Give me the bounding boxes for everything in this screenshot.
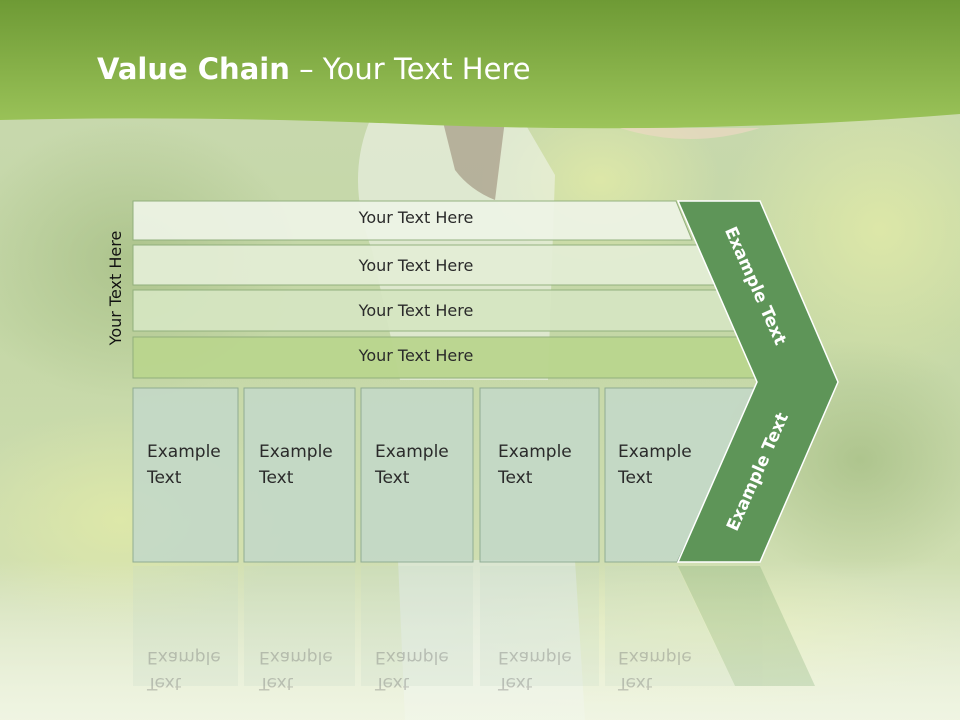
svg-text:Text: Text [617,673,653,693]
cell-box-5 [604,387,762,563]
cell-box-3 [360,387,474,563]
svg-text:Text: Text [497,673,533,693]
cell-3-line2: Text [375,468,410,488]
svg-text:Example: Example [259,647,333,667]
cell-4-line1: Example [498,442,572,462]
title-bold: Value Chain [97,52,290,86]
row-label-4: Your Text Here [358,346,474,365]
cell-5-line2: Text [618,468,653,488]
cell-3-line1: Example [375,442,449,462]
cell-box-4 [479,387,600,563]
svg-text:Example: Example [147,647,221,667]
row-label-1: Your Text Here [358,208,474,227]
svg-text:Text: Text [258,673,294,693]
row-label-2: Your Text Here [358,256,474,275]
chevron-arrow [676,200,839,563]
svg-text:Example: Example [375,647,449,667]
title-rest: – Your Text Here [289,52,531,86]
vertical-axis-label: Your Text Here [106,230,125,346]
svg-text:Example: Example [618,647,692,667]
cell-2-line2: Text [259,468,294,488]
svg-text:Text: Text [146,673,182,693]
cell-4-line2: Text [498,468,533,488]
row-label-3: Your Text Here [358,301,474,320]
reflection-text: Text Example Text Example Text Example T… [146,647,692,693]
cell-2-line1: Example [259,442,333,462]
cell-1-line1: Example [147,442,221,462]
cell-box-1 [132,387,239,563]
cell-box-2 [243,387,356,563]
svg-text:Example: Example [498,647,572,667]
cell-1-line2: Text [147,468,182,488]
slide-title: Value Chain – Your Text Here [97,52,531,86]
cell-5-line1: Example [618,442,692,462]
svg-text:Text: Text [374,673,410,693]
row-band-1 [132,200,693,241]
reflection [133,566,815,686]
